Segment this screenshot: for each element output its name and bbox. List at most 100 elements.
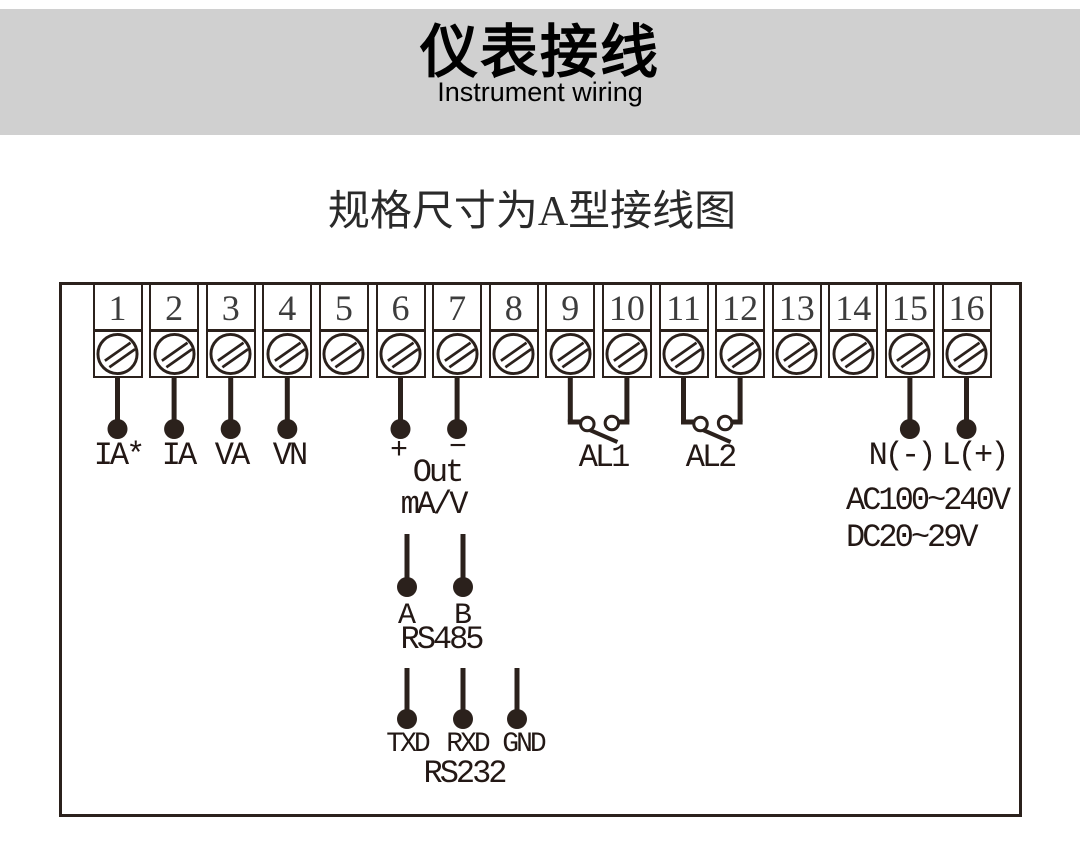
al1-switch-lever [588,428,619,444]
diagram-title: 规格尺寸为A型接线图 [327,189,737,235]
terminal-3: 3 [205,283,256,378]
screw-icon [888,332,931,375]
screw-icon [266,332,309,375]
label-out-minus: − [448,431,468,465]
label-out-plus: + [389,434,409,468]
wire-dot-terminal-1 [107,419,128,439]
terminal-divider [320,329,367,332]
label-rs232-pin-txd: TXD [386,729,430,760]
terminal-number: 4 [278,288,297,328]
terminal-11: 11 [658,283,709,378]
terminal-divider [886,329,933,332]
rs232-dot-txd [397,709,417,729]
terminal-7: 7 [432,283,483,378]
terminal-block-outline [59,282,1022,817]
screw-icon [492,332,535,375]
label-rs232: RS232 [423,755,507,792]
screw-icon [549,332,592,375]
screw-icon [605,332,648,375]
terminal-10: 10 [601,283,652,378]
label-out: Out [412,454,465,491]
terminal-13: 13 [771,283,822,378]
al2-switch-lever [702,428,732,444]
terminal-2: 2 [149,283,200,378]
label-rs232-pin-rxd: RXD [446,729,490,760]
terminal-4: 4 [262,283,313,378]
rs232-dot-rxd [453,709,473,729]
terminal-5: 5 [318,283,369,378]
terminal-14: 14 [828,283,879,378]
label-power-neutral: N(-) [868,437,937,474]
terminal-divider [490,329,537,332]
al1-contact-left [579,415,596,433]
terminal-divider [264,329,311,332]
label-rs232-pin-gnd: GND [502,729,546,760]
screw-icon [832,332,875,375]
terminal-divider [547,329,594,332]
label-va: VA [214,437,250,474]
wire-dot-terminal-6 [390,419,411,439]
screw-icon [322,332,365,375]
rs232-dot-gnd [507,709,527,729]
screw-icon [662,332,705,375]
wire-dot-terminal-4 [277,419,298,439]
terminal-number: 9 [561,288,580,328]
terminal-number: 11 [666,288,701,328]
label-al2: AL2 [685,439,738,476]
terminal-divider [773,329,820,332]
label-vn: VN [272,437,308,474]
screw-icon [209,332,252,375]
wire-dot-terminal-7 [447,419,468,439]
screw-icon [153,332,196,375]
terminal-12: 12 [715,283,766,378]
terminal-number: 13 [778,288,815,328]
screw-icon [436,332,479,375]
label-rs485-pin-a: A [397,599,417,633]
screw-icon [96,332,139,375]
terminal-16: 16 [941,283,992,378]
terminal-divider [717,329,764,332]
terminal-divider [434,329,481,332]
terminal-divider [207,329,254,332]
terminal-number: 16 [948,288,985,328]
wire-dot-terminal-2 [164,419,185,439]
header-banner: 仪表接线 Instrument wiring [0,9,1080,135]
terminal-divider [603,329,650,332]
al1-contact-right [603,414,621,432]
terminal-9: 9 [545,283,596,378]
screw-icon [775,332,818,375]
al2-contact-left [692,415,709,433]
terminal-divider [94,329,141,332]
terminal-divider [377,329,424,332]
terminal-divider [943,329,990,332]
wire-dot-terminal-15 [899,419,920,439]
label-rs485: RS485 [400,621,484,658]
label-ia-star: IA* [93,437,146,474]
label-out-unit: mA/V [400,486,469,523]
terminal-divider [830,329,877,332]
label-power-line: L(+) [941,437,1010,474]
label-power-ac-range: AC100~240V [846,482,1011,519]
screw-icon [719,332,762,375]
terminal-number: 6 [391,288,410,328]
terminal-6: 6 [375,283,426,378]
terminal-number: 8 [504,288,523,328]
page-subtitle: Instrument wiring [437,77,643,107]
screw-icon [945,332,988,375]
terminal-number: 14 [835,288,872,328]
label-al1: AL1 [578,439,631,476]
label-power-dc-range: DC20~29V [846,519,979,556]
terminal-number: 7 [448,288,467,328]
terminal-divider [660,329,707,332]
page-title: 仪表接线 [419,20,660,85]
terminal-divider [151,329,198,332]
al2-contact-right [716,414,734,432]
rs485-dot-b [453,577,473,597]
terminal-1: 1 [92,283,143,378]
terminal-number: 15 [891,288,928,328]
terminal-number: 1 [108,288,127,328]
rs485-dot-a [397,577,417,597]
terminal-number: 5 [334,288,353,328]
terminal-8: 8 [488,283,539,378]
